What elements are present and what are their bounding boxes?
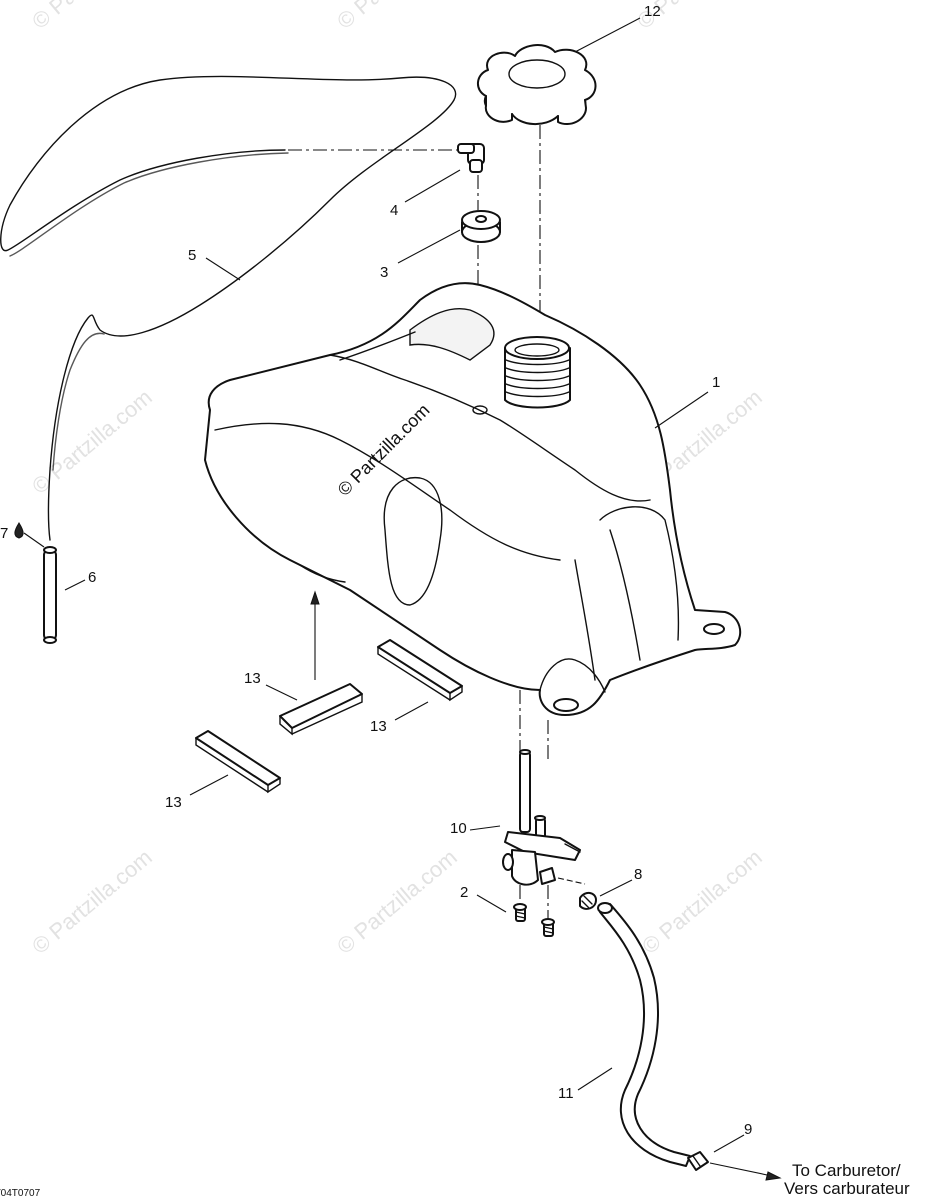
watermark: © Partzilla.com <box>637 844 767 958</box>
hose-clamp <box>687 1151 709 1171</box>
outlet-note-line2: Vers carburateur <box>784 1179 910 1198</box>
callout-7: 7 <box>0 525 8 542</box>
callout-5: 5 <box>188 247 196 264</box>
outlet-arrow <box>709 1162 782 1181</box>
callout-1: 1 <box>712 374 720 391</box>
callout-9: 9 <box>744 1121 752 1138</box>
callout-12: 12 <box>644 3 661 20</box>
fuel-cap <box>477 44 597 126</box>
fuel-valve <box>502 749 581 886</box>
callout-13-right: 13 <box>370 718 387 735</box>
watermark: © Partzilla.com <box>27 0 157 34</box>
callout-4: 4 <box>390 202 398 219</box>
callout-10: 10 <box>450 820 467 837</box>
watermark: © Partzilla.com <box>332 0 462 34</box>
foam-pad <box>195 730 281 794</box>
watermark: © Partzilla.com <box>27 844 157 958</box>
callout-11: 11 <box>558 1085 574 1102</box>
screw <box>513 903 527 922</box>
vent-hose <box>0 75 457 541</box>
callout-8: 8 <box>634 866 642 883</box>
leader-lines <box>23 17 745 1153</box>
vent-tube <box>43 546 57 644</box>
foam-pad <box>377 639 463 702</box>
elbow-fitting <box>457 143 485 173</box>
install-arrow <box>310 590 320 680</box>
grommet <box>461 210 501 243</box>
foam-pad <box>279 683 363 736</box>
callouts: 12 1 4 3 5 6 7 13 13 13 10 2 8 11 9 <box>0 3 752 1138</box>
valve-outlet-center-line <box>557 877 586 885</box>
callout-13-lower: 13 <box>165 794 182 811</box>
callout-13-upper: 13 <box>244 670 261 687</box>
oil-drop-icon <box>14 522 24 539</box>
outlet-note: To Carburetor/ Vers carburateur <box>784 1161 910 1198</box>
outlet-note-line1: To Carburetor/ <box>792 1161 901 1180</box>
callout-3: 3 <box>380 264 388 281</box>
hose-clamp <box>579 892 597 910</box>
screw <box>541 918 555 937</box>
figure-id: V04T0707 <box>0 1188 41 1199</box>
callout-2: 2 <box>460 884 468 901</box>
watermark: © Partzilla.com <box>332 844 462 958</box>
watermark: © Partzilla.com <box>27 384 157 498</box>
callout-6: 6 <box>88 569 96 586</box>
fuel-tank <box>204 282 742 716</box>
